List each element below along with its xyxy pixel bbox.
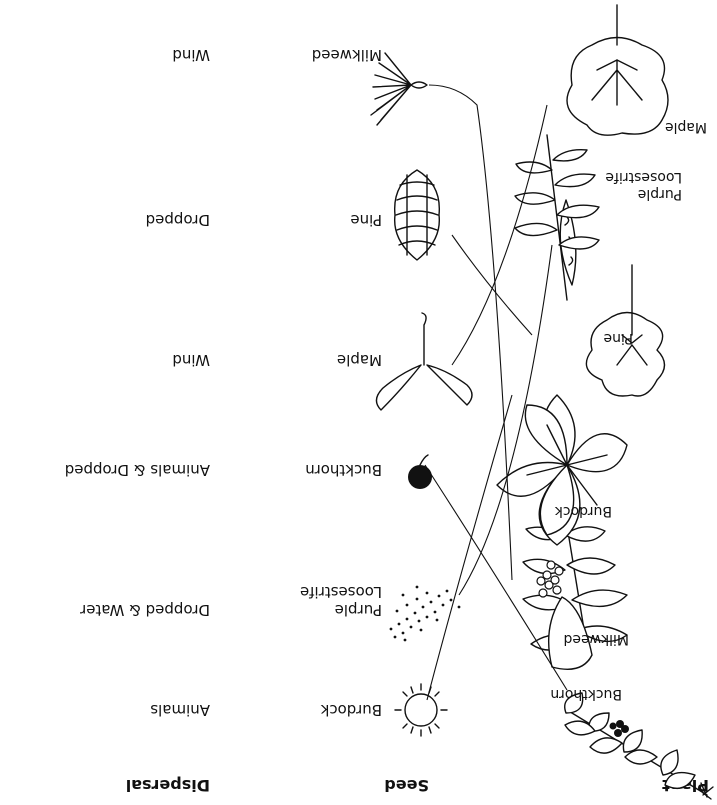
burdock-leaves-icon	[497, 395, 627, 545]
seed-label-maple: Maple	[337, 351, 382, 369]
match-line-burdock	[427, 395, 512, 700]
dispersal-label-3: Wind	[172, 351, 210, 369]
plant-label-buckthorn: Buckthorn	[550, 686, 622, 702]
seed-label-buckthorn: Buckthorn	[305, 461, 382, 479]
berry-seed-icon	[408, 455, 432, 489]
header-dispersal: Dispersal	[126, 776, 210, 795]
seed-label-burdock: Burdock	[320, 701, 382, 719]
match-line-milkweed	[429, 85, 512, 580]
dispersal-label-1: Dropped & Water	[79, 601, 210, 619]
header-seed: Seed	[384, 776, 429, 795]
plant-label-pine: Pine	[603, 330, 633, 346]
dispersal-label-0: Animals	[150, 701, 210, 719]
dispersal-label-2: Animals & Dropped	[65, 461, 210, 479]
seed-label-loosestrife-1: Purple	[335, 601, 382, 619]
seed-label-pine: Pine	[350, 211, 382, 229]
plant-label-milkweed: Milkweed	[563, 631, 629, 647]
seed-label-loosestrife-2: Loosestrife	[300, 583, 382, 601]
dispersal-label-4: Dropped	[146, 211, 210, 229]
maple-tree-icon	[567, 5, 668, 135]
seed-label-milkweed: Milkweed	[312, 46, 382, 64]
pine-cone-icon	[395, 170, 440, 260]
plant-label-burdock: Burdock	[554, 503, 612, 519]
dispersal-label-5: Wind	[172, 46, 210, 64]
loosestrife-flower-icon	[515, 135, 599, 300]
plant-label-maple: Maple	[665, 119, 707, 135]
burr-seed-icon	[395, 684, 447, 736]
plant-label-loosestrife-1: Purple	[638, 186, 682, 202]
samara-seed-icon	[376, 313, 472, 410]
plant-label-loosestrife-2: Loosestrife	[605, 169, 682, 185]
